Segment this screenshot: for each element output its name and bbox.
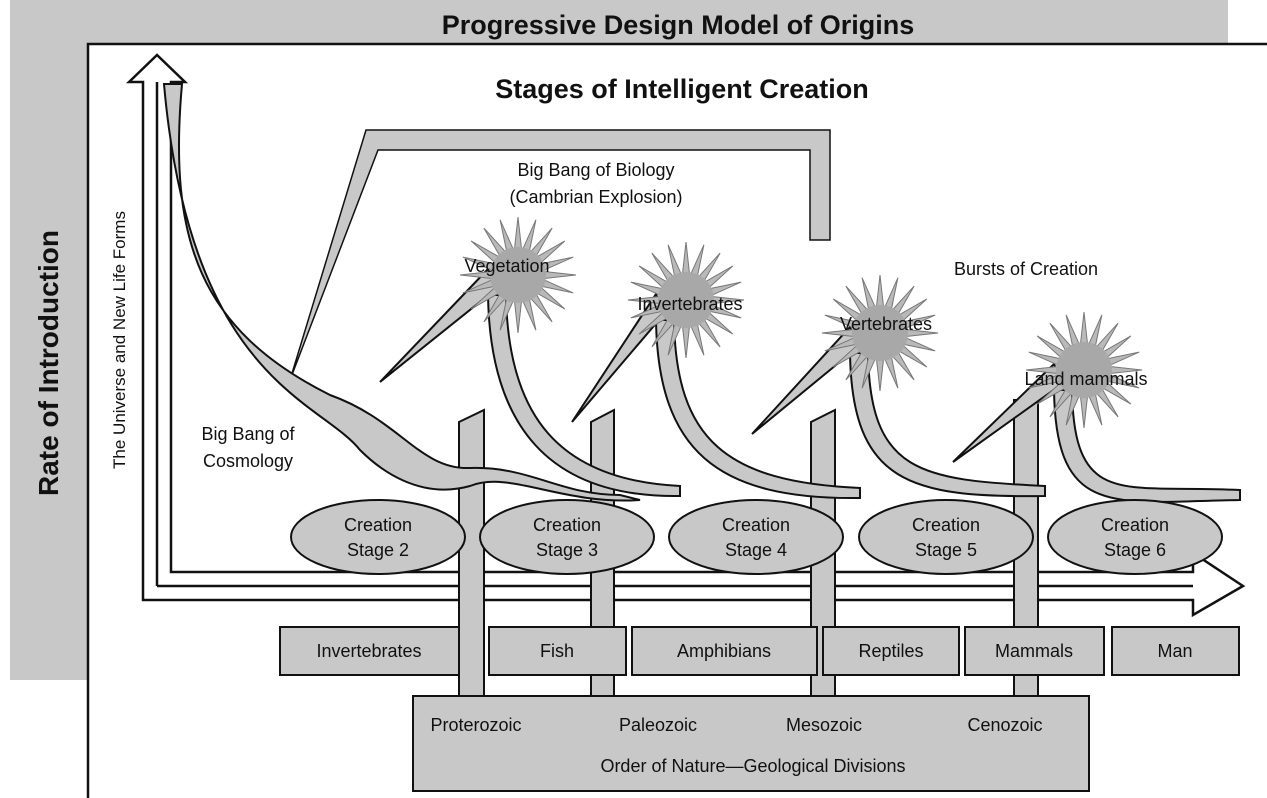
big-bang-cosmology-line1: Big Bang of: [201, 424, 295, 444]
starburst-core: [1056, 342, 1112, 398]
burst-ribbon: [654, 319, 861, 500]
big-bang-biology-line2: (Cambrian Explosion): [509, 187, 682, 207]
stage-line1: Creation: [533, 515, 601, 535]
burst-label-land-mammals: Land mammals: [1024, 369, 1147, 389]
group-box: [822, 626, 960, 676]
group-label: Man: [1157, 641, 1192, 661]
group-box: [964, 626, 1105, 676]
era-mesozoic: Mesozoic: [786, 715, 862, 735]
stage-ellipse: [858, 499, 1034, 575]
group-box: [488, 626, 627, 676]
stage-line2: Stage 5: [915, 540, 977, 560]
group-amphibians: Amphibians: [631, 626, 818, 676]
stage-line2: Stage 6: [1104, 540, 1166, 560]
burst-ribbon: [1052, 389, 1241, 503]
group-man: Man: [1111, 626, 1240, 676]
group-mammals: Mammals: [964, 626, 1105, 676]
stage-line1: Creation: [722, 515, 790, 535]
vertical-axis-label: The Universe and New Life Forms: [110, 211, 129, 469]
left-band: [10, 0, 88, 680]
burst-label-vegetation: Vegetation: [464, 256, 549, 276]
burst-label-invertebrates: Invertebrates: [637, 294, 742, 314]
group-box: [279, 626, 460, 676]
burst-land-mammals: [952, 311, 1241, 503]
era-proterozoic: Proterozoic: [430, 715, 521, 735]
group-label: Mammals: [995, 641, 1073, 661]
stage-ellipse: [479, 499, 655, 575]
bursts-group: [379, 216, 1241, 503]
stage-line1: Creation: [344, 515, 412, 535]
group-label: Fish: [540, 641, 574, 661]
frame: [10, 0, 1267, 798]
stage-line2: Stage 3: [536, 540, 598, 560]
left-axis-label: Rate of Introduction: [33, 230, 64, 496]
stage-line1: Creation: [912, 515, 980, 535]
frame-border: [86, 42, 1267, 798]
era-paleozoic: Paleozoic: [619, 715, 697, 735]
stage-5: Creation Stage 5: [858, 499, 1034, 575]
burst-label-vertebrates: Vertebrates: [840, 314, 932, 334]
stage-3: Creation Stage 3: [479, 499, 655, 575]
burst-ribbon: [486, 294, 681, 498]
stage-6: Creation Stage 6: [1047, 499, 1223, 575]
main-title: Progressive Design Model of Origins: [442, 10, 915, 40]
bursts-label: Bursts of Creation: [954, 259, 1098, 279]
group-label: Reptiles: [858, 641, 923, 661]
era-cenozoic: Cenozoic: [967, 715, 1042, 735]
axis-arrows: [125, 53, 1246, 618]
stage-ellipse: [290, 499, 466, 575]
stage-ellipse: [1047, 499, 1223, 575]
group-fish: Fish: [488, 626, 627, 676]
cambrian-bracket: [289, 129, 831, 381]
stage-4: Creation Stage 4: [668, 499, 844, 575]
group-label: Invertebrates: [316, 641, 421, 661]
burst-vegetation: [379, 216, 681, 498]
group-box: [1111, 626, 1240, 676]
burst-ribbon: [848, 352, 1046, 498]
starburst-core: [490, 247, 546, 303]
subtitle: Stages of Intelligent Creation: [495, 74, 869, 104]
burst-invertebrates: [571, 241, 861, 500]
group-reptiles: Reptiles: [822, 626, 960, 676]
column-proterozoic: [458, 408, 485, 701]
group-label: Amphibians: [677, 641, 771, 661]
stage-2: Creation Stage 2: [290, 499, 466, 575]
stage-ellipse: [668, 499, 844, 575]
geology-rect: [412, 695, 1090, 792]
big-bang-cosmology-line2: Cosmology: [203, 451, 293, 471]
title-band: [10, 0, 1228, 44]
group-box: [631, 626, 818, 676]
burst-vertebrates: [751, 274, 1046, 498]
stage-line2: Stage 4: [725, 540, 787, 560]
group-invertebrates: Invertebrates: [279, 626, 460, 676]
starburst-core: [852, 305, 908, 361]
stage-line2: Stage 2: [347, 540, 409, 560]
geology-box: Proterozoic Paleozoic Mesozoic Cenozoic …: [412, 695, 1090, 792]
stage-line1: Creation: [1101, 515, 1169, 535]
geology-caption: Order of Nature—Geological Divisions: [600, 756, 905, 776]
cosmology-ribbon: [162, 83, 641, 502]
starburst-core: [658, 272, 714, 328]
big-bang-biology-line1: Big Bang of Biology: [517, 160, 674, 180]
